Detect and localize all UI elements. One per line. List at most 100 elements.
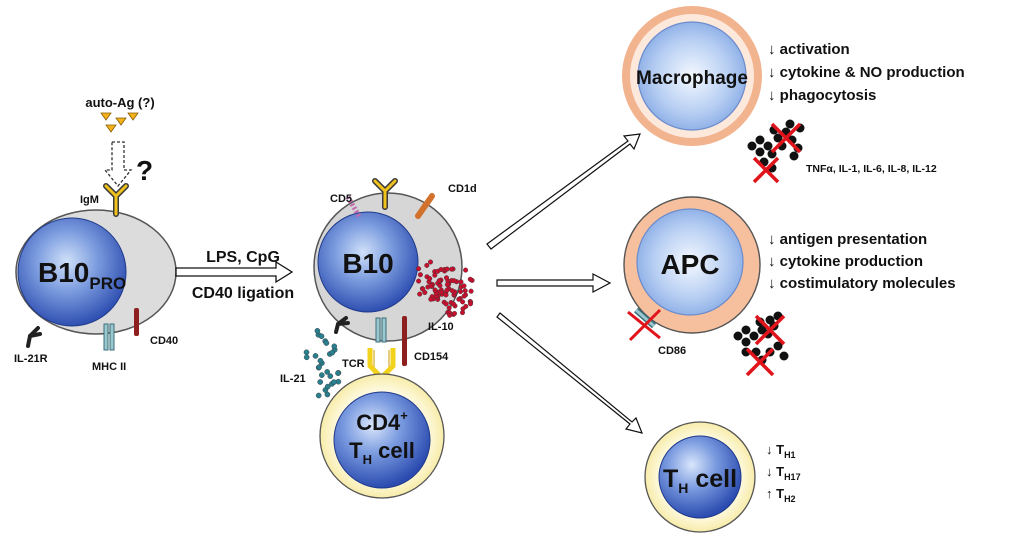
- macrophage-cytokines-label: TNFα, IL-1, IL-6, IL-8, IL-12: [806, 163, 937, 175]
- cytokine-dot: [467, 276, 473, 282]
- th-target-nucleus: [658, 435, 742, 519]
- inflammatory-cytokine-dot: [741, 337, 751, 347]
- cytokine-dot: [303, 354, 310, 361]
- cd86-label: CD86: [658, 345, 686, 357]
- apc-nucleus: [636, 208, 744, 316]
- cytokine-dot: [417, 291, 423, 297]
- igm-receptor-icon: [103, 183, 129, 217]
- triangle-antigen-icon: [105, 124, 117, 133]
- cytokine-dot: [327, 373, 334, 379]
- auto-antigen-label: auto-Ag (?): [85, 95, 154, 110]
- triangle-antigen-icon: [100, 112, 112, 121]
- cytokine-dot: [451, 278, 457, 284]
- th-target-label: TH cell: [663, 465, 737, 496]
- mhc-ii-chain-icon: [381, 317, 387, 343]
- inflammatory-cytokine-dot: [779, 351, 789, 361]
- macrophage-effect-1: ↓ activation: [768, 41, 850, 58]
- cd4-th-cell: CD4+ TH cell: [319, 373, 445, 499]
- cd4-th-nucleus: [333, 391, 431, 489]
- cytokine-dot: [428, 259, 434, 265]
- apc-effect-3: ↓ costimulatory molecules: [768, 275, 956, 292]
- cd1d-molecule-icon: [415, 193, 435, 219]
- th-target-cell: TH cell: [644, 421, 756, 533]
- apc-effect-1: ↓ antigen presentation: [768, 231, 927, 248]
- cd5-label: CD5: [330, 193, 352, 205]
- cytokine-dot: [463, 303, 469, 309]
- cytokine-dot: [444, 282, 450, 288]
- cytokine-dot: [443, 292, 449, 298]
- cytokine-dot: [329, 349, 336, 356]
- cytokine-dot: [416, 278, 422, 284]
- inflammatory-cytokine-dot: [773, 341, 783, 351]
- cytokine-dot: [427, 276, 433, 282]
- tcr-label: TCR: [342, 358, 365, 370]
- red-x-icon: [627, 308, 662, 342]
- inflammatory-cytokine-dot: [755, 147, 765, 157]
- apc-label: APC: [660, 249, 719, 280]
- il10-secretion-dots: [416, 259, 475, 318]
- cytokine-dot: [316, 364, 322, 370]
- cytokine-dot: [446, 305, 452, 311]
- cytokine-dot: [443, 301, 449, 307]
- inflammatory-cytokine-dot: [749, 331, 759, 341]
- arrow-to-apc-icon: [496, 273, 612, 293]
- macrophage-nucleus: [637, 21, 747, 131]
- cytokine-dot: [314, 327, 321, 334]
- il10-label: IL-10: [428, 321, 454, 333]
- cytokine-dot: [323, 340, 330, 346]
- inflammatory-cytokine-dot: [741, 325, 751, 335]
- cd40-label: CD40: [150, 335, 178, 347]
- macrophage-cell: Macrophage: [622, 6, 762, 146]
- macrophage-effect-2: ↓ cytokine & NO production: [768, 64, 965, 81]
- cytokine-dot: [463, 267, 469, 273]
- cytokine-dot: [318, 333, 325, 340]
- cytokine-dot: [424, 262, 430, 268]
- cytokine-dot: [458, 279, 464, 285]
- triangle-antigen-icon: [127, 112, 139, 121]
- cytokine-dot: [452, 311, 458, 317]
- cd40-cd154-complex-icon: [402, 316, 407, 366]
- question-mark: ?: [136, 155, 153, 186]
- triangle-antigen-icon: [115, 117, 127, 126]
- apc-effects: ↓ antigen presentation ↓ cytokine produc…: [768, 231, 956, 292]
- antigen-group: auto-Ag (?) ?: [85, 95, 155, 188]
- cytokine-dot: [312, 353, 319, 359]
- red-x-icon: [754, 314, 786, 346]
- il21r-receptor-icon: [334, 316, 350, 334]
- macrophage-cytokine-clusters: [747, 119, 805, 184]
- cytokine-dot: [331, 379, 337, 385]
- stimulation-arrow-icon: [175, 260, 294, 284]
- cytokine-dot: [331, 343, 338, 350]
- inflammatory-cytokine-dot: [747, 141, 757, 151]
- b10-pro-label: B10PRO: [38, 257, 126, 293]
- cytokine-dot: [416, 266, 422, 272]
- cd154-label: CD154: [414, 351, 449, 363]
- th-effect-1: ↓ TH1: [766, 442, 796, 460]
- b10-pro-cell: B10PRO IgM IL-21R MHC II CD40: [14, 183, 178, 373]
- cytokine-dot: [461, 283, 467, 289]
- cytokine-dot: [428, 283, 434, 289]
- macrophage-effect-3: ↓ phagocytosis: [768, 87, 876, 104]
- b10-nucleus: [317, 211, 419, 313]
- inflammatory-cytokine-dot: [755, 135, 765, 145]
- b10-label: B10: [342, 248, 393, 279]
- th-target-effects: ↓ TH1 ↓ TH17 ↑ TH2: [766, 442, 801, 504]
- cd86-receptor-icon: [634, 307, 656, 329]
- stimulus-line2: CD40 ligation: [192, 285, 294, 302]
- mhc-ii-chain-icon: [103, 323, 109, 351]
- cytokine-dot: [447, 312, 453, 318]
- th-effect-2: ↓ TH17: [766, 464, 801, 482]
- cytokine-dot: [303, 349, 310, 356]
- cytokine-dot: [335, 370, 341, 376]
- stimulus-line1: LPS, CpG: [206, 249, 280, 266]
- macrophage-label: Macrophage: [636, 68, 748, 89]
- macrophage-effects: ↓ activation ↓ cytokine & NO production …: [768, 41, 965, 104]
- cytokine-dot: [458, 289, 464, 295]
- macrophage-ring: [622, 6, 762, 146]
- red-x-icon: [770, 122, 802, 154]
- cytokine-dot: [417, 272, 423, 278]
- cytokine-dot: [318, 372, 325, 378]
- arrow-to-th-cell-icon: [496, 312, 643, 434]
